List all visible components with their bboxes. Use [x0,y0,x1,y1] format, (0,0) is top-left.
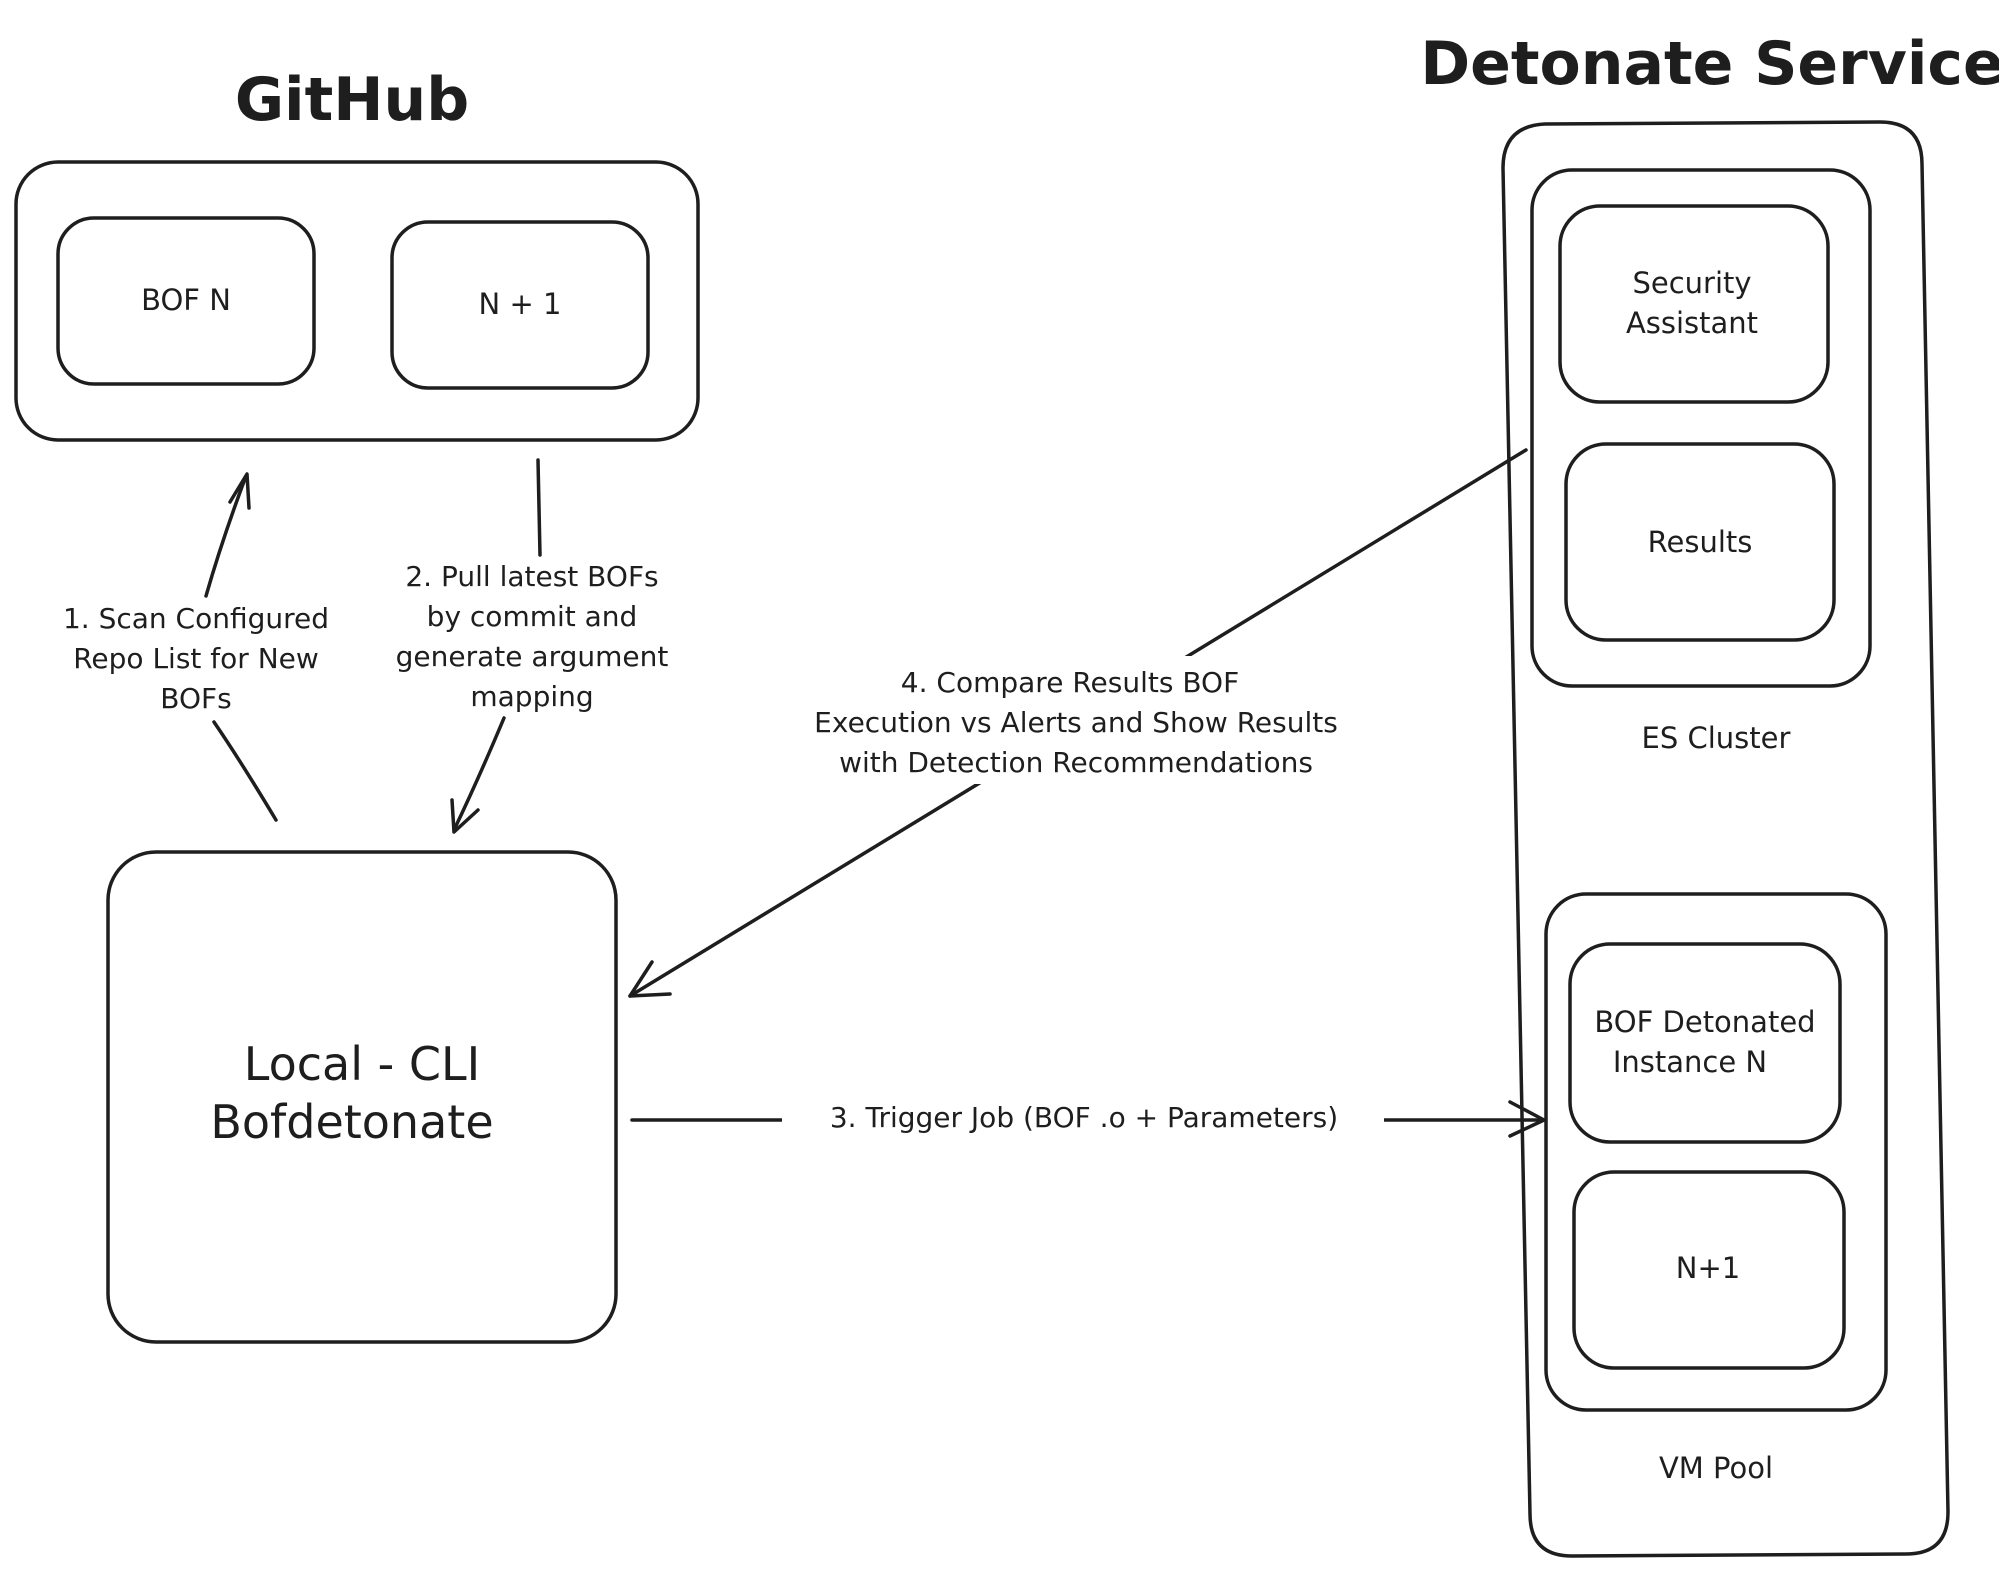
pull-arrow-lower [452,716,506,832]
es-cluster-label: ES Cluster [1642,721,1791,755]
pull-arrowhead [450,798,480,834]
compare-label-line2: Execution vs Alerts and Show Results [814,706,1338,739]
compare-arrowhead [628,960,672,998]
results-label: Results [1648,525,1753,559]
es-cluster-container [1530,168,1872,688]
security-assistant-line1: Security [1632,266,1751,300]
results-node [1564,442,1836,642]
scan-label-line3: BOFs [160,682,231,715]
vm-n-plus-1-label: N+1 [1676,1251,1740,1285]
trigger-label-bg [782,1094,1384,1138]
trigger-arrowhead [1508,1100,1546,1138]
scan-arrowhead [228,472,251,510]
bof-detonated-line1: BOF Detonated [1594,1005,1815,1039]
trigger-label: 3. Trigger Job (BOF .o + Parameters) [830,1101,1338,1134]
github-container [14,160,700,442]
scan-arrow-lower [212,720,278,822]
vm-n-plus-1-node [1572,1170,1846,1370]
pull-label-line3: generate argument [396,640,669,673]
pull-label-line1: 2. Pull latest BOFs [405,560,658,593]
scan-label-line1: 1. Scan Configured [63,602,329,635]
vm-pool-label: VM Pool [1659,1451,1773,1485]
pull-label-line4: mapping [470,680,593,713]
scan-arrow-upper [204,474,248,598]
pull-label-line2: by commit and [427,600,638,633]
vm-pool-container [1544,892,1888,1412]
compare-label-bg [768,656,1384,784]
n-plus-1-node [390,220,650,390]
scan-label-line2: Repo List for New [73,642,319,675]
pull-arrow-upper [536,458,542,557]
bof-detonated-line2: Instance N [1613,1045,1767,1079]
bof-n-label: BOF N [141,283,231,317]
security-assistant-line2: Assistant [1626,306,1758,340]
n-plus-1-label: N + 1 [479,287,562,321]
bof-detonated-node [1568,942,1842,1144]
compare-label-line1: 4. Compare Results BOF [901,666,1239,699]
detonate-service-container [1501,120,1950,1558]
local-cli-node [106,850,618,1344]
detonate-service-title: Detonate Service [1420,29,1999,99]
github-title: GitHub [235,65,469,135]
bof-n-node [56,216,316,386]
local-cli-line2: Bofdetonate [210,1095,493,1149]
security-assistant-node [1558,204,1830,404]
compare-label-line3: with Detection Recommendations [839,746,1313,779]
local-cli-line1: Local - CLI [244,1037,480,1091]
